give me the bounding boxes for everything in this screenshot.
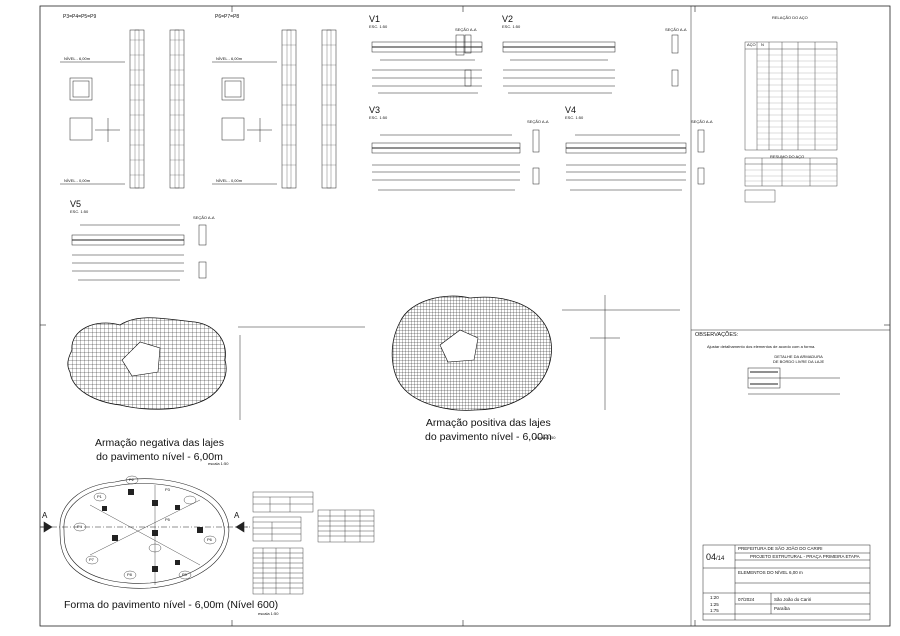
title-block (702, 544, 871, 621)
rebar-schedule-title: RELAÇÃO DO AÇO (772, 15, 808, 20)
free-edge-detail-title: DETALHE DA ARMADURA DE BORDO LIVRE DA LA… (773, 355, 824, 364)
pillar-group-left-label: P3=P4=P5=P9 (63, 14, 97, 20)
positive-slab-plan (391, 295, 552, 411)
pillar-tag: P4 (77, 524, 82, 529)
beam-v3-scale: ESC. 1:50 (369, 115, 388, 120)
beam-v1-scale: ESC. 1:50 (369, 24, 388, 29)
beam-v2-title: V2 (502, 14, 514, 24)
pillar-elevation-right (212, 29, 337, 189)
pillar-group-right-label: P6=P7=P8 (215, 14, 240, 20)
negative-slab-title: Armação negativa das lajes do pavimento … (95, 436, 224, 464)
beam-v3-title: V3 (369, 105, 381, 115)
beam-v5-section-label: SEÇÃO A-A (193, 215, 215, 220)
title-block-city: São João do Cariri (774, 597, 812, 602)
observations-title: OBSERVAÇÕES: (695, 332, 739, 338)
title-block-project: PROJETO ESTRUTURAL - PRAÇA PRIMEIRA ETAP… (750, 554, 860, 559)
title-block-scale-3: 1:75 (710, 608, 719, 613)
negative-slab-scale: escala 1:50 (208, 461, 229, 466)
pillar-tag: P5 (165, 517, 170, 522)
positive-slab-title-line2: do pavimento nível - 6,00m (425, 431, 552, 444)
beam-v2-section-label: SEÇÃO A-A (665, 27, 687, 32)
rebar-schedule-header-n: N (761, 42, 764, 47)
title-block-content: ELEMENTOS DO NÍVEL 6,00 m (738, 570, 803, 575)
formwork-pillars (102, 489, 203, 572)
negative-slab-title-line2: do pavimento nível - 6,00m (96, 451, 223, 464)
section-mark-right-label: A (234, 511, 240, 520)
beam-v2-scale: ESC. 1:50 (502, 24, 521, 29)
pillar-tag: P6 (207, 537, 212, 542)
title-block-client: PREFEITURA DE SÃO JOÃO DO CARIRI (738, 546, 823, 551)
beam-v4-title: V4 (565, 105, 577, 115)
beam-v3-section-label: SEÇÃO A-A (527, 119, 549, 124)
beam-v5-scale: ESC. 1:50 (70, 209, 89, 214)
rebar-schedule-header-aco: AÇO (747, 42, 756, 47)
section-mark-left (40, 521, 53, 533)
beam-v1 (371, 34, 483, 94)
positive-slab-scale: escala 1:50 (535, 435, 556, 440)
title-block-state: Paraíba (774, 606, 790, 611)
sheet-number-value: 04 (706, 552, 717, 562)
rebar-summary-title: RESUMO DO AÇO (770, 154, 805, 159)
beam-v1-title: V1 (369, 14, 381, 24)
title-block-scale-1: 1:20 (710, 595, 719, 600)
section-mark-left-label: A (42, 511, 48, 520)
pillar-tag: P2 (129, 477, 134, 482)
beam-v5-title: V5 (70, 199, 82, 209)
level-label-bottom-left: NÍVEL - 0,00m (64, 178, 91, 183)
level-label-bottom-right: NÍVEL - 0,00m (216, 178, 243, 183)
positive-rebar-detail (562, 295, 680, 410)
beam-v4-section-label: SEÇÃO A-A (691, 119, 713, 124)
pillar-elevation-left (60, 29, 185, 189)
beam-v4 (565, 129, 705, 191)
pillar-load-table (252, 491, 375, 595)
negative-rebar-detail (238, 326, 365, 420)
free-edge-detail-title-line2: DE BORDO LIVRE DA LAJE (773, 359, 825, 364)
section-mark-right (235, 521, 248, 533)
rebar-schedule-table (744, 41, 838, 203)
formwork-plan (40, 478, 250, 589)
beam-v1-section (464, 34, 472, 87)
free-edge-detail (747, 367, 840, 395)
level-label-top-left: NÍVEL - 6,00m (64, 56, 91, 61)
sheet-total: /14 (716, 556, 725, 562)
free-edge-detail-title-line1: DETALHE DA ARMADURA (774, 354, 823, 359)
beam-v4-scale: ESC. 1:50 (565, 115, 584, 120)
positive-slab-title: Armação positiva das lajes do pavimento … (425, 416, 552, 444)
pillar-tag: P1 (97, 494, 102, 499)
pillar-tag: P3 (165, 487, 170, 492)
pillar-tag: P7 (89, 557, 94, 562)
level-label-top-right: NÍVEL - 6,00m (216, 56, 243, 61)
title-block-date: 07/2024 (738, 597, 755, 602)
title-block-scale-2: 1:25 (710, 602, 719, 607)
beam-v2 (502, 34, 679, 94)
negative-slab-title-line1: Armação negativa das lajes (95, 437, 224, 449)
beam-v1-section-label: SEÇÃO A-A (455, 27, 477, 32)
beam-v5 (71, 224, 207, 281)
positive-slab-title-line1: Armação positiva das lajes (425, 417, 551, 429)
formwork-title: Forma do pavimento nível - 6,00m (Nível … (64, 599, 279, 611)
pillar-tag: P8 (127, 572, 132, 577)
pillar-tag: P9 (182, 572, 187, 577)
negative-slab-plan (67, 317, 227, 410)
observations-text: Ajustar detalhamento dos elementos de ac… (707, 344, 816, 349)
formwork-scale: escala 1:50 (258, 611, 279, 616)
sheet-number: 04/14 (706, 552, 725, 563)
beam-v3 (371, 129, 540, 191)
